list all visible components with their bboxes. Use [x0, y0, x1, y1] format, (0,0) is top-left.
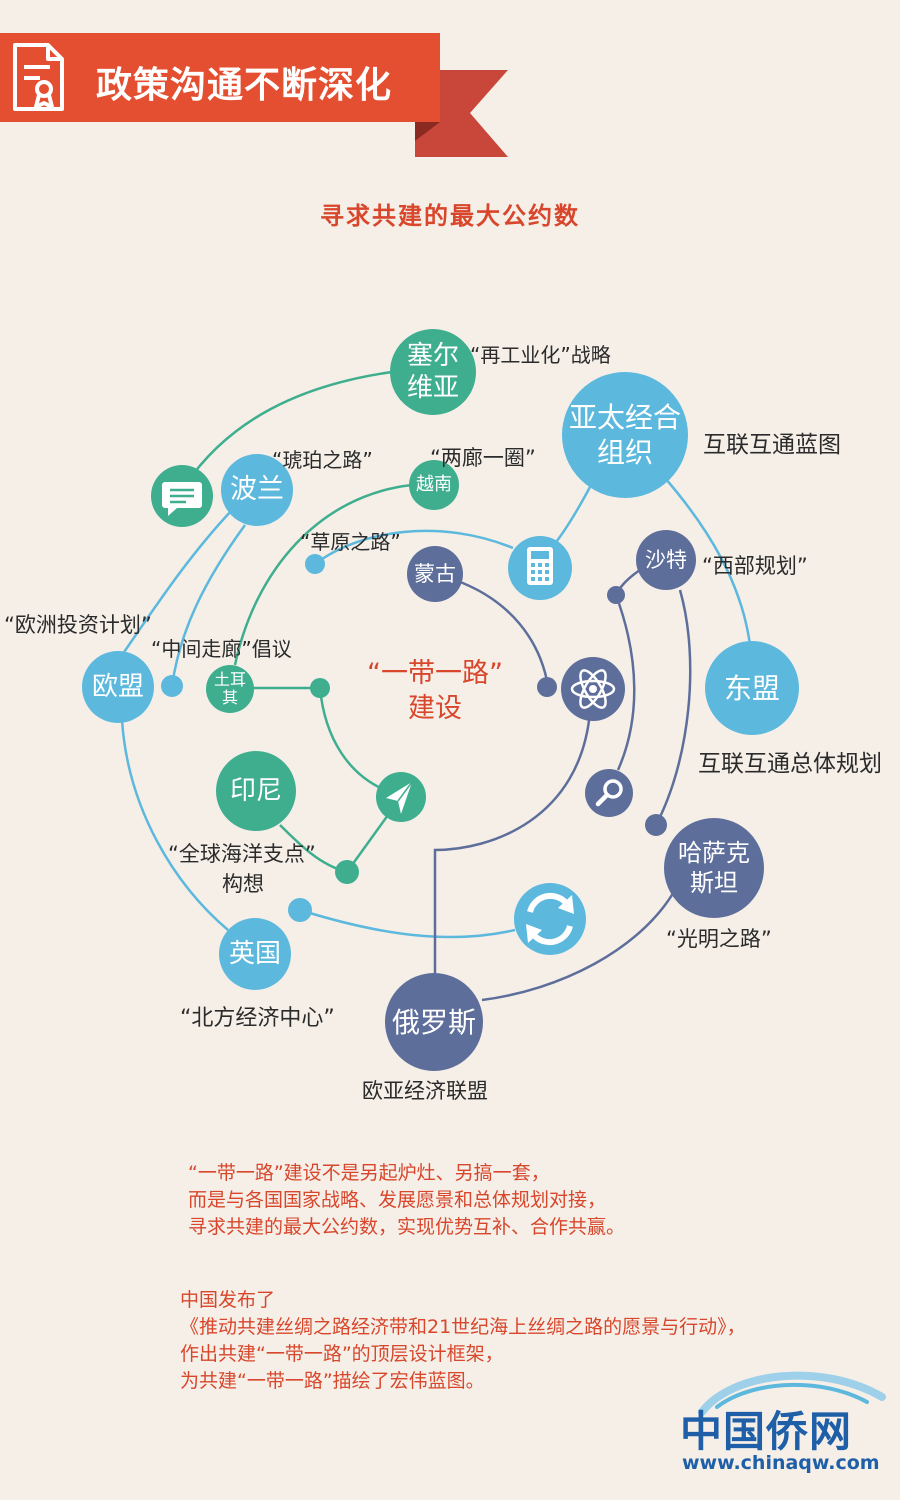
certificate-icon: [13, 43, 64, 111]
annotation-poland: “琥珀之路”: [272, 448, 373, 472]
center-label-line2: 建设: [408, 693, 462, 725]
link-poland-dot: [170, 524, 247, 687]
link-saudi-magnifier: [614, 568, 641, 771]
chat-icon: [151, 465, 213, 527]
link-atom-russia: [433, 711, 592, 975]
summary-line: 寻求共建的最大公约数，实现优势互补、合作共赢。: [188, 1216, 626, 1238]
annotation-vietnam: “两廊一圈”: [430, 446, 536, 470]
annotation-indonesia-2: 构想: [222, 872, 264, 896]
center-label: “一带一路” 建设: [340, 656, 530, 726]
annotation-apec: 互联互通蓝图: [703, 432, 841, 458]
summary-line: “一带一路”建设不是另起炉灶、另搞一套，: [188, 1162, 550, 1184]
node-uk: 英国: [219, 918, 291, 990]
node-eu: 欧盟: [82, 651, 154, 723]
node-vietnam: 越南: [409, 460, 459, 510]
section-subtitle: 寻求共建的最大公约数: [320, 201, 580, 230]
node-turkey: 土耳 其: [206, 665, 254, 713]
node-kazakhstan: 哈萨克 斯坦: [664, 818, 764, 918]
junction-dot: [161, 675, 183, 697]
annotation-serbia: “再工业化”战略: [470, 343, 611, 367]
link-serbia-chat: [184, 370, 393, 485]
annotation-eu: “欧洲投资计划”: [4, 613, 152, 637]
publication-line: 为共建“一带一路”描绘了宏伟蓝图。: [180, 1370, 485, 1392]
link-vietnam-turkey: [233, 483, 413, 666]
node-poland: 波兰: [221, 454, 293, 526]
node-apec: 亚太经合 组织: [562, 372, 688, 498]
node-saudi: 沙特: [636, 530, 696, 590]
junction-dot: [607, 586, 625, 604]
summary-line: 而是与各国国家战略、发展愿景和总体规划对接，: [188, 1189, 607, 1211]
summary-paragraph: “一带一路”建设不是另起炉灶、另搞一套， 而是与各国国家战略、发展愿景和总体规划…: [188, 1160, 868, 1241]
annotation-saudi: “西部规划”: [702, 554, 808, 578]
junction-dot: [288, 898, 312, 922]
annotation-indonesia-1: “全球海洋支点”: [168, 842, 316, 866]
junction-dot: [310, 678, 330, 698]
node-mongolia: 蒙古: [407, 546, 463, 602]
link-kazakh-russia: [481, 889, 677, 1002]
annotation-asean: 互联互通总体规划: [698, 751, 882, 777]
paper-plane-icon: [376, 772, 426, 822]
link-uk-refresh: [299, 908, 516, 939]
junction-dot: [645, 814, 667, 836]
node-russia: 俄罗斯: [385, 973, 483, 1071]
link-poland-eu: [120, 509, 233, 656]
center-label-line1: “一带一路”: [367, 658, 503, 689]
annotation-uk: “北方经济中心”: [180, 1006, 335, 1031]
logo-url[interactable]: www.chinaqw.com: [682, 1452, 880, 1474]
link-dot-plane: [318, 687, 386, 792]
annotation-russia: 欧亚经济联盟: [362, 1079, 488, 1103]
junction-dot: [537, 677, 557, 697]
publication-line: 《推动共建丝绸之路经济带和21世纪海上丝绸之路的愿景与行动》，: [180, 1316, 746, 1338]
link-apec-asean: [664, 477, 752, 646]
link-mongolia-atom: [454, 578, 550, 687]
annotation-kazakhstan: “光明之路”: [666, 927, 772, 951]
annotation-turkey: “中间走廊”倡议: [151, 637, 292, 661]
publication-paragraph: 中国发布了 《推动共建丝绸之路经济带和21世纪海上丝绸之路的愿景与行动》， 作出…: [180, 1287, 880, 1395]
node-serbia: 塞尔 维亚: [390, 329, 476, 415]
logo-name: 中国侨网: [680, 1407, 853, 1456]
link-eu-uk: [120, 719, 229, 931]
junction-dot: [305, 554, 325, 574]
magnifier-icon: [585, 769, 633, 817]
node-indonesia: 印尼: [216, 751, 296, 831]
annotation-mongolia: “草原之路”: [300, 530, 401, 554]
connection-diagram: [120, 370, 752, 1002]
page-title: 政策沟通不断深化: [96, 64, 393, 106]
refresh-icon: [514, 883, 586, 955]
junction-dot: [335, 860, 359, 884]
publication-line: 作出共建“一带一路”的顶层设计框架，: [180, 1343, 504, 1365]
site-logo: [698, 1371, 886, 1416]
link-saudi-kazakh: [654, 589, 692, 826]
header-banner: [0, 33, 508, 157]
calculator-icon: [508, 536, 572, 600]
publication-line: 中国发布了: [180, 1289, 276, 1311]
atom-icon: [561, 657, 625, 721]
node-asean: 东盟: [705, 641, 799, 735]
link-mongolia-calc: [314, 529, 514, 565]
